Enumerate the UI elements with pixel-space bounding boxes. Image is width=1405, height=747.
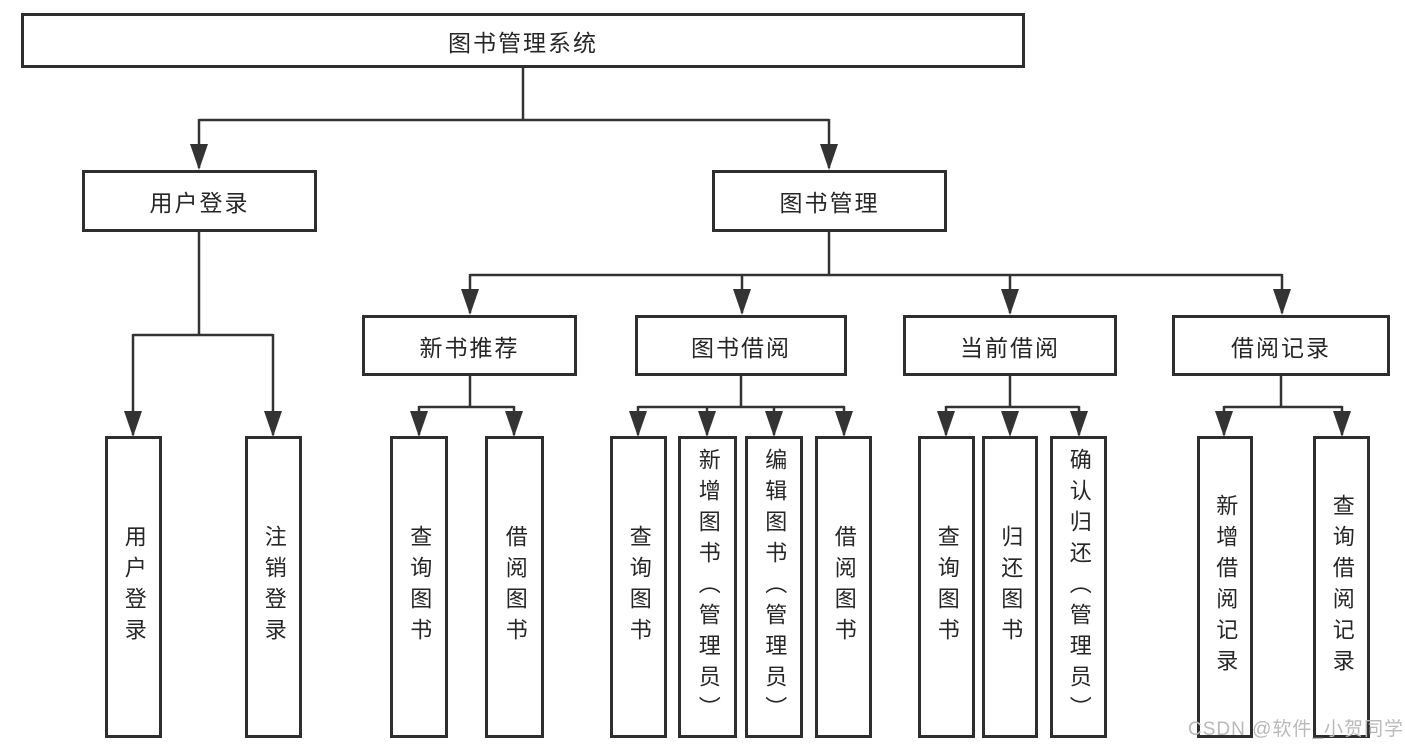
node-label: 当前借阅 [960, 334, 1060, 361]
watermark-text: CSDN @软件_小贺同学 [1188, 719, 1404, 740]
node-label: 借阅记录 [1231, 334, 1331, 361]
node-leaf-return-books: 归还图书 [982, 436, 1038, 738]
node-leaf-borrow-books: 借阅图书 [815, 436, 872, 738]
node-label: 借阅图书 [831, 525, 857, 649]
node-label: 归还图书 [998, 525, 1024, 649]
node-borrowing-records: 借阅记录 [1172, 315, 1390, 376]
arrowhead-icons [124, 144, 1351, 437]
node-label: 用户登录 [121, 525, 147, 649]
node-label: 编辑图书（管理员） [762, 447, 788, 727]
node-leaf-edit-books-admin: 编辑图书（管理员） [745, 436, 803, 738]
node-book-borrowing: 图书借阅 [635, 315, 847, 376]
node-label: 查询借阅记录 [1329, 494, 1355, 680]
node-label: 用户登录 [149, 190, 250, 216]
node-leaf-query-books-recommend: 查询图书 [390, 436, 448, 738]
node-label: 图书管理 [779, 190, 880, 216]
node-label: 图书借阅 [691, 334, 791, 361]
node-leaf-borrow-books-recommend: 借阅图书 [485, 436, 544, 738]
node-label: 查询图书 [626, 525, 652, 649]
node-user-login: 用户登录 [82, 170, 317, 232]
node-label: 查询图书 [407, 525, 433, 649]
node-label: 确认归还（管理员） [1066, 447, 1092, 727]
node-leaf-query-books-borrowing: 查询图书 [610, 436, 667, 738]
node-label: 注销登录 [261, 525, 287, 649]
node-leaf-query-books-current: 查询图书 [918, 436, 975, 738]
node-new-book-recommendation: 新书推荐 [362, 315, 577, 376]
node-label: 查询图书 [934, 525, 960, 649]
node-label: 新增借阅记录 [1213, 494, 1239, 680]
node-leaf-add-borrow-record: 新增借阅记录 [1197, 436, 1253, 738]
node-label: 借阅图书 [502, 525, 528, 649]
node-book-management: 图书管理 [712, 170, 947, 232]
node-label: 新书推荐 [419, 334, 520, 361]
node-leaf-confirm-return-admin: 确认归还（管理员） [1050, 436, 1107, 738]
node-leaf-query-borrow-record: 查询借阅记录 [1313, 436, 1370, 738]
node-label: 图书管理系统 [448, 29, 598, 56]
node-current-borrowing: 当前借阅 [903, 315, 1117, 376]
node-leaf-user-login: 用户登录 [105, 436, 162, 738]
node-library-management-system: 图书管理系统 [21, 13, 1025, 68]
node-leaf-logout: 注销登录 [245, 436, 302, 738]
node-leaf-add-books-admin: 新增图书（管理员） [678, 436, 737, 738]
node-label: 新增图书（管理员） [695, 447, 721, 727]
